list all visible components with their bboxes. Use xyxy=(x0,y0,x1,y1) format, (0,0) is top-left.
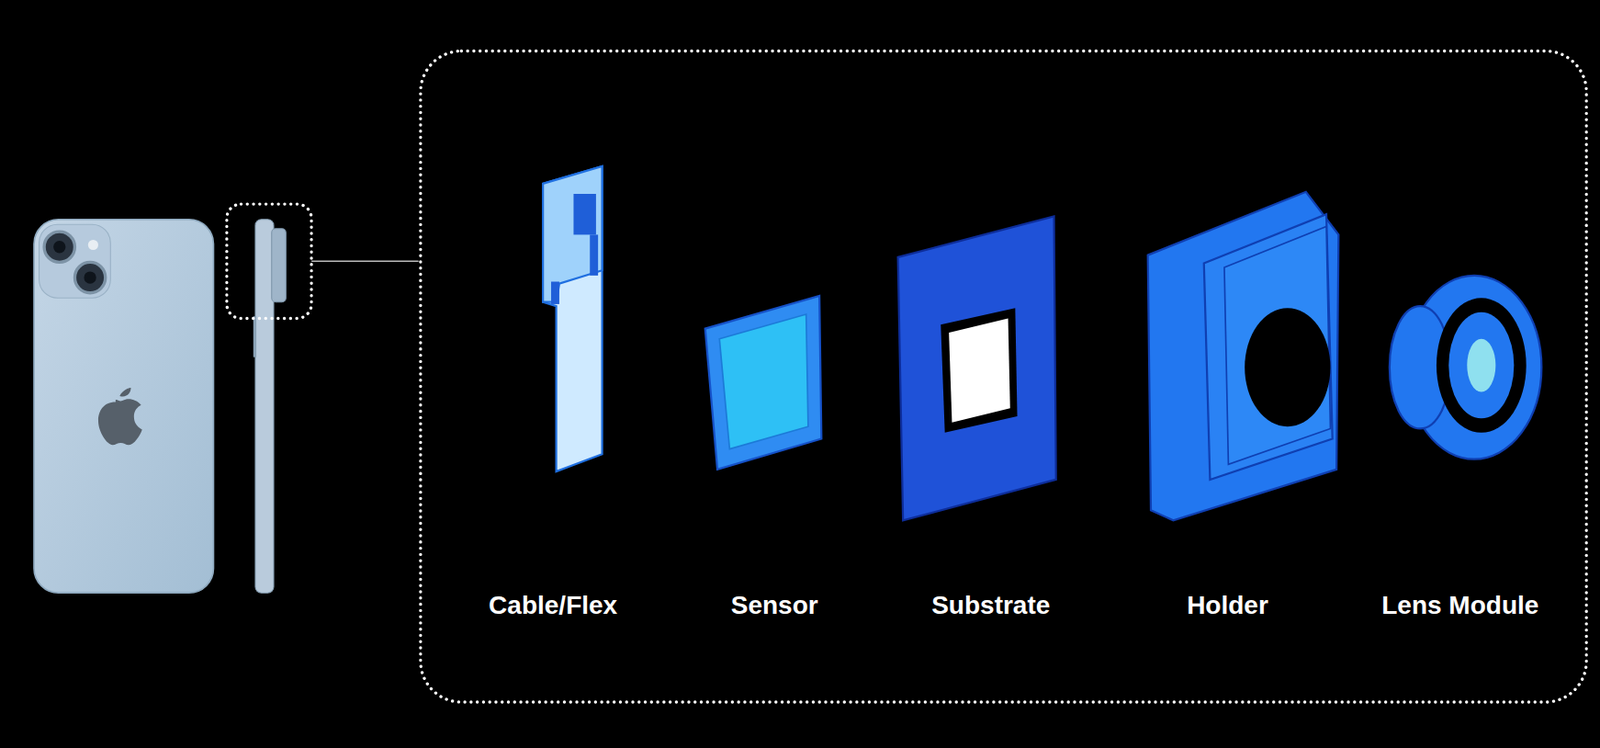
part-label: Sensor xyxy=(731,589,819,621)
part-label: Substrate xyxy=(931,589,1050,621)
cable-flex-drawing xyxy=(542,166,602,472)
substrate-drawing xyxy=(898,215,1057,520)
exploded-view-frame xyxy=(420,51,1587,703)
lens-module-drawing xyxy=(1389,275,1542,460)
leader-line xyxy=(311,259,419,262)
phone-side xyxy=(253,219,287,593)
part-label: Cable/Flex xyxy=(488,589,618,621)
part-label: Holder xyxy=(1186,589,1269,621)
phone-back xyxy=(33,219,214,593)
part-label: Lens Module xyxy=(1381,589,1539,621)
holder-drawing xyxy=(1148,191,1340,521)
sensor-drawing xyxy=(705,295,823,470)
callout-box xyxy=(226,203,312,318)
